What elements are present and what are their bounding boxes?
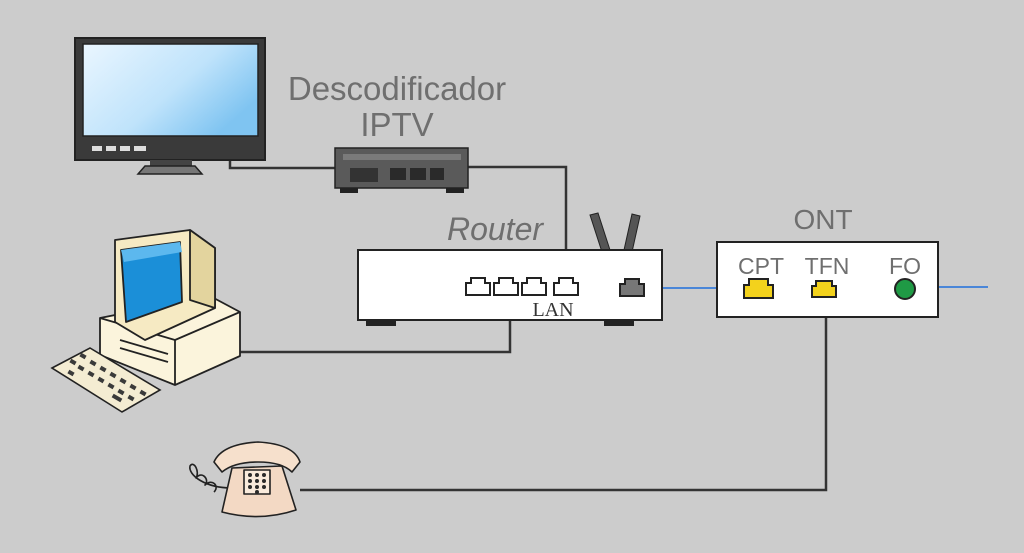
decoder-label-line1: Descodificador	[288, 70, 506, 107]
set-top-box-icon	[334, 147, 469, 193]
cpt-label: CPT	[738, 253, 784, 279]
ont-label: ONT	[793, 204, 852, 235]
tfn-label: TFN	[805, 253, 850, 279]
decoder-label-line2: IPTV	[360, 106, 433, 143]
desktop-computer-icon	[99, 229, 241, 386]
lan-port-4	[553, 277, 579, 296]
telephone-icon	[189, 441, 301, 518]
fo-port	[894, 278, 916, 300]
lan-port-2	[493, 277, 519, 296]
lan-port-1	[465, 277, 491, 296]
tv-decoder-cable	[228, 160, 335, 170]
phone-ont-cable	[300, 298, 828, 492]
lan-ports	[465, 277, 579, 296]
wan-port	[619, 278, 645, 297]
ont-icon	[716, 241, 939, 318]
fo-label: FO	[889, 253, 921, 279]
lan-label: LAN	[532, 299, 573, 321]
tfn-port	[811, 280, 837, 298]
router-icon	[357, 212, 663, 326]
tv-monitor-icon	[74, 37, 266, 175]
keyboard-icon	[50, 347, 162, 413]
lan-port-3	[521, 277, 547, 296]
router-label: Router	[447, 211, 544, 247]
cpt-port	[743, 278, 774, 299]
